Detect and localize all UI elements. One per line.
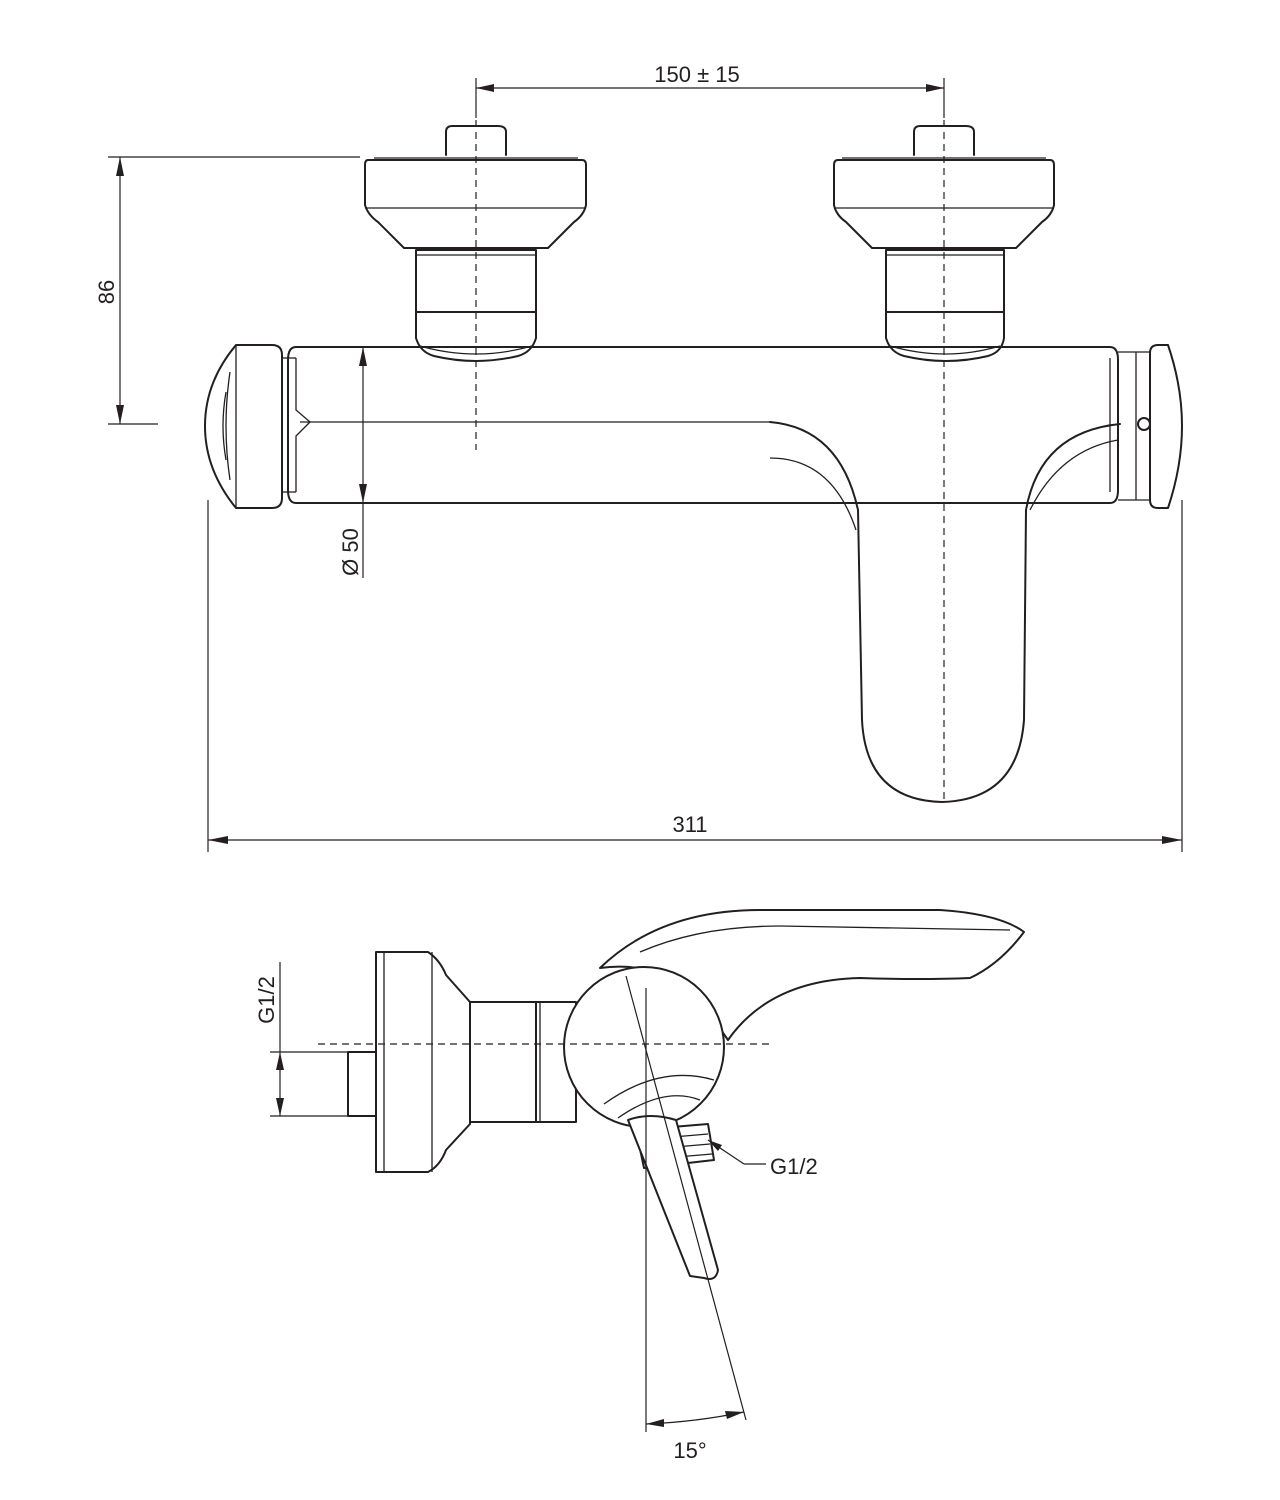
leader-thread-bottom: G1/2 <box>707 1139 818 1179</box>
dimension-length: 311 <box>207 500 1183 852</box>
length-label: 311 <box>672 812 707 837</box>
dimension-diameter: Ø 50 <box>338 347 367 578</box>
spout <box>769 421 1121 803</box>
inlet-pipe <box>347 1051 377 1117</box>
dimension-angle: 15° <box>625 975 747 1463</box>
dimension-thread-side: G1/2 <box>254 962 284 1116</box>
mixer-body <box>287 346 1119 504</box>
angle-label: 15° <box>673 1438 706 1463</box>
spacing-label: 150 ± 15 <box>654 62 739 87</box>
dimension-height: 86 <box>94 156 360 425</box>
side-view: G1/2 G1/2 15° <box>254 909 1025 1463</box>
thread-side-label: G1/2 <box>254 976 279 1024</box>
side-rosette <box>375 951 471 1173</box>
height-label: 86 <box>94 280 119 304</box>
right-valve-knob <box>833 125 1055 362</box>
diameter-label: Ø 50 <box>338 528 363 576</box>
side-outlet-thread <box>627 1115 719 1280</box>
thread-bottom-label: G1/2 <box>770 1154 818 1179</box>
left-end-cap <box>204 344 296 509</box>
side-connector <box>469 1001 577 1123</box>
right-end-cap <box>1118 344 1183 509</box>
dimension-spacing: 150 ± 15 <box>475 62 945 118</box>
front-view: 150 ± 15 86 Ø 50 311 <box>94 62 1183 852</box>
